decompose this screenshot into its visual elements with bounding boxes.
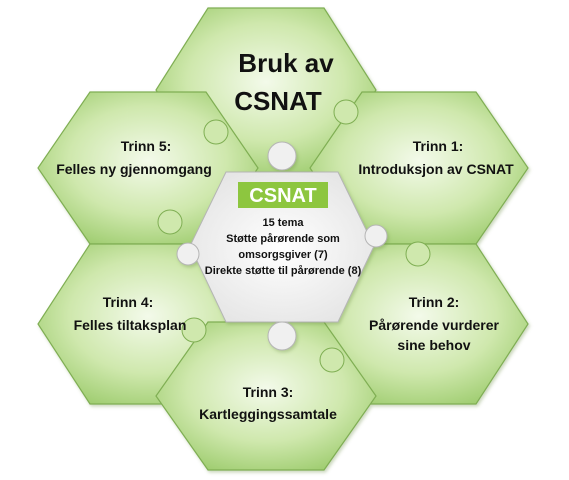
title: Bruk av CSNAT xyxy=(234,48,334,116)
center-tab-top xyxy=(267,141,297,171)
title-line-1: Bruk av xyxy=(238,48,334,78)
trinn-4-heading: Trinn 4: xyxy=(103,294,154,310)
center-tab-right xyxy=(364,224,388,248)
step-trinn-5: Trinn 5: Felles ny gjennomgang xyxy=(56,138,212,177)
trinn-2-label-2: sine behov xyxy=(397,337,470,353)
center-text: 15 tema Støtte pårørende som omsorgsgive… xyxy=(205,217,362,277)
puzzle-tab-top-right xyxy=(333,99,359,125)
trinn-4-label: Felles tiltaksplan xyxy=(74,317,187,333)
puzzle-tab-bottom-right xyxy=(319,347,345,373)
center-line-4: Direkte støtte til pårørende (8) xyxy=(205,265,362,277)
trinn-5-label: Felles ny gjennomgang xyxy=(56,161,212,177)
step-trinn-4: Trinn 4: Felles tiltaksplan xyxy=(74,294,187,333)
csnat-logo: CSNAT xyxy=(238,182,328,208)
trinn-2-label: Pårørende vurderer xyxy=(369,317,499,333)
puzzle-tabs xyxy=(157,99,431,373)
puzzle-tab-top-left xyxy=(203,119,229,145)
center-line-2: Støtte pårørende som xyxy=(226,233,340,245)
trinn-2-heading: Trinn 2: xyxy=(409,294,460,310)
step-trinn-1: Trinn 1: Introduksjon av CSNAT xyxy=(358,138,514,177)
trinn-3-heading: Trinn 3: xyxy=(243,384,294,400)
csnat-logo-bg xyxy=(238,182,328,208)
center-line-3: omsorgsgiver (7) xyxy=(238,249,328,261)
center-tab-left xyxy=(176,242,200,266)
puzzle-tab-left xyxy=(157,209,183,235)
puzzle-tab-right xyxy=(405,241,431,267)
trinn-1-label: Introduksjon av CSNAT xyxy=(358,161,514,177)
step-trinn-3: Trinn 3: Kartleggingssamtale xyxy=(199,384,337,422)
puzzle-tab-bottom-left xyxy=(181,317,207,343)
title-line-2: CSNAT xyxy=(234,86,322,116)
center-tab-bottom xyxy=(267,321,297,351)
trinn-5-heading: Trinn 5: xyxy=(121,138,172,154)
trinn-3-label: Kartleggingssamtale xyxy=(199,406,337,422)
step-trinn-2: Trinn 2: Pårørende vurderer sine behov xyxy=(369,294,499,353)
trinn-1-heading: Trinn 1: xyxy=(413,138,464,154)
center-line-1: 15 tema xyxy=(263,217,305,229)
csnat-logo-text: CSNAT xyxy=(249,185,316,207)
center-piece xyxy=(176,141,388,351)
